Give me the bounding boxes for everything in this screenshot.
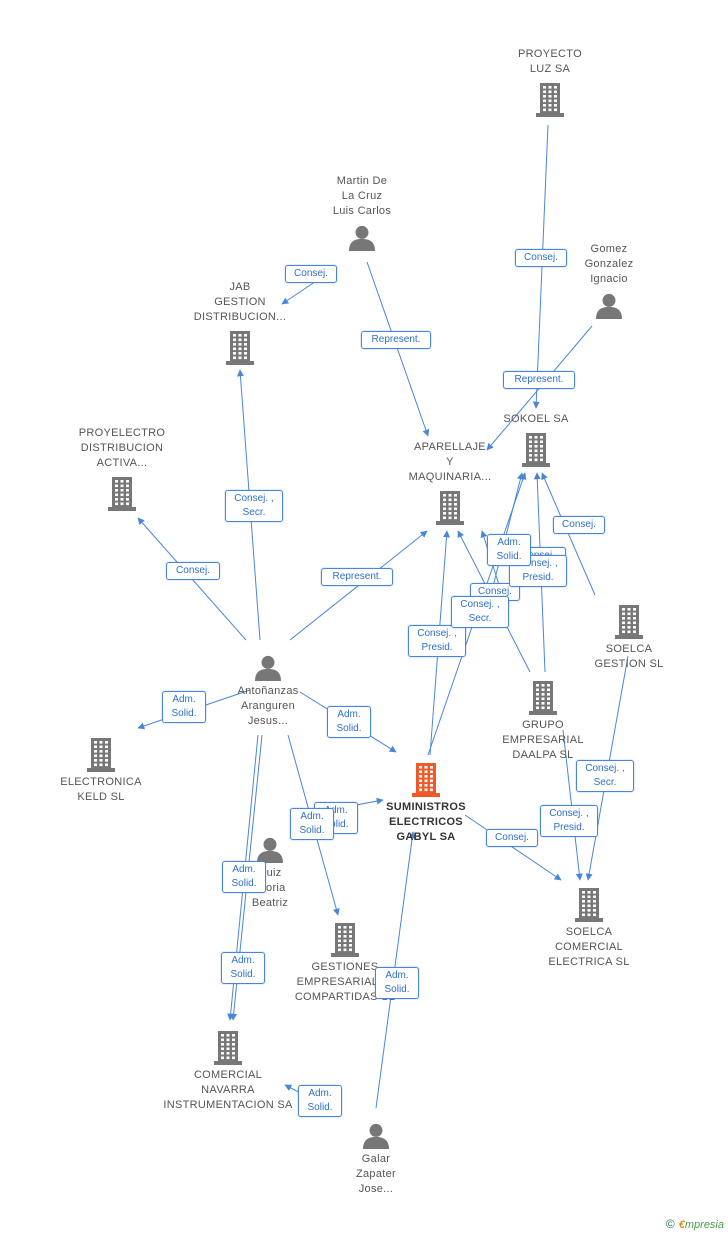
node-label: Galar Zapater Jose...: [355, 1153, 396, 1195]
node-label: SUMINISTROS ELECTRICOS GABYL SA: [386, 801, 466, 843]
node-label: Ruiz Gloria Beatriz: [251, 867, 289, 909]
node-proyelectro[interactable]: PROYELECTRO DISTRIBUCION ACTIVA...: [52, 426, 192, 511]
relation-label[interactable]: Adm. Solid.: [375, 967, 419, 999]
relation-label[interactable]: Represent.: [321, 568, 393, 586]
relation-label[interactable]: Adm. Solid.: [222, 861, 266, 893]
node-martin[interactable]: Martin De La Cruz Luis Carlos: [292, 174, 432, 251]
building-icon: [331, 923, 359, 957]
building-icon: [412, 763, 440, 797]
relation-edge: [366, 261, 430, 437]
relation-label[interactable]: Consej. , Secr.: [451, 596, 509, 628]
relation-label[interactable]: Consej. , Secr.: [576, 760, 634, 792]
person-icon: [596, 293, 622, 319]
node-label: APARELLAJE Y MAQUINARIA...: [408, 441, 492, 483]
node-soelca-comercial[interactable]: SOELCA COMERCIAL ELECTRICA SL: [519, 888, 659, 970]
relation-label[interactable]: Adm. Solid.: [487, 534, 531, 566]
relation-label[interactable]: Consej. , Presid.: [408, 625, 466, 657]
building-icon: [615, 605, 643, 639]
brand-logo-letter: €: [678, 1219, 685, 1231]
node-electronica-keld[interactable]: ELECTRONICA KELD SL: [31, 738, 171, 805]
node-label: Martin De La Cruz Luis Carlos: [332, 175, 392, 217]
person-icon: [257, 837, 283, 863]
relation-label[interactable]: Adm. Solid.: [327, 706, 371, 738]
relation-label[interactable]: Adm. Solid.: [162, 691, 206, 723]
node-soelca-gestion[interactable]: SOELCA GESTION SL: [559, 605, 699, 672]
node-label: GESTIONES EMPRESARIALES COMPARTIDAS SL: [294, 961, 395, 1003]
node-grupo-daalpa[interactable]: GRUPO EMPRESARIAL DAALPA SL: [473, 681, 613, 763]
node-label: Gomez Gonzalez Ignacio: [584, 243, 634, 285]
relation-label[interactable]: Consej.: [486, 829, 538, 847]
building-icon: [436, 491, 464, 525]
brand-logo-text: mpresia: [684, 1219, 724, 1231]
relation-label[interactable]: Adm. Solid.: [290, 808, 334, 840]
node-label: Antoñanzas Aranguren Jesus...: [237, 685, 299, 727]
node-sokoel[interactable]: SOKOEL SA: [466, 412, 606, 467]
node-label: SOELCA COMERCIAL ELECTRICA SL: [548, 926, 630, 968]
relation-edge: [464, 814, 562, 881]
person-icon: [349, 225, 375, 251]
relation-label[interactable]: Adm. Solid.: [221, 952, 265, 984]
relation-label[interactable]: Consej.: [285, 265, 337, 283]
relation-label[interactable]: Represent.: [361, 331, 431, 349]
building-icon: [226, 331, 254, 365]
relation-label[interactable]: Consej. , Presid.: [540, 805, 598, 837]
node-label: ELECTRONICA KELD SL: [60, 776, 142, 803]
node-label: PROYELECTRO DISTRIBUCION ACTIVA...: [78, 427, 166, 469]
node-label: PROYECTO LUZ SA: [518, 48, 582, 75]
building-icon: [575, 888, 603, 922]
node-jab[interactable]: JAB GESTION DISTRIBUCION...: [170, 280, 310, 365]
node-proyecto-luz[interactable]: PROYECTO LUZ SA: [480, 47, 620, 117]
building-icon: [522, 433, 550, 467]
node-aparellaje[interactable]: APARELLAJE Y MAQUINARIA...: [380, 440, 520, 525]
person-icon: [255, 655, 281, 681]
node-label: COMERCIAL NAVARRA INSTRUMENTACION SA: [163, 1069, 293, 1111]
person-icon: [363, 1123, 389, 1149]
relation-label[interactable]: Consej.: [553, 516, 605, 534]
copyright-icon: ©: [665, 1217, 675, 1231]
node-gomez[interactable]: Gomez Gonzalez Ignacio: [539, 242, 679, 319]
relation-label[interactable]: Represent.: [503, 371, 575, 389]
relation-label[interactable]: Consej.: [515, 249, 567, 267]
relation-label[interactable]: Consej. , Secr.: [225, 490, 283, 522]
relation-label[interactable]: Adm. Solid.: [298, 1085, 342, 1117]
relation-edge: [541, 472, 596, 596]
node-gestiones[interactable]: GESTIONES EMPRESARIALES COMPARTIDAS SL: [275, 923, 415, 1005]
node-galar[interactable]: Galar Zapater Jose...: [306, 1123, 446, 1197]
node-label: SOKOEL SA: [503, 413, 569, 425]
node-antonanzas[interactable]: Antoñanzas Aranguren Jesus...: [198, 655, 338, 729]
relation-label[interactable]: Consej.: [166, 562, 220, 580]
building-icon: [87, 738, 115, 772]
node-ruiz[interactable]: Ruiz Gloria Beatriz: [200, 837, 340, 911]
node-suministros[interactable]: SUMINISTROS ELECTRICOS GABYL SA: [356, 763, 496, 845]
brand-footer: ©€mpresia: [666, 1217, 724, 1231]
node-label: GRUPO EMPRESARIAL DAALPA SL: [502, 719, 584, 761]
node-label: JAB GESTION DISTRIBUCION...: [193, 281, 287, 323]
building-icon: [529, 681, 557, 715]
building-icon: [536, 83, 564, 117]
node-label: SOELCA GESTION SL: [594, 643, 664, 670]
building-icon: [214, 1031, 242, 1065]
building-icon: [108, 477, 136, 511]
node-comercial-navarra[interactable]: COMERCIAL NAVARRA INSTRUMENTACION SA: [158, 1031, 298, 1113]
